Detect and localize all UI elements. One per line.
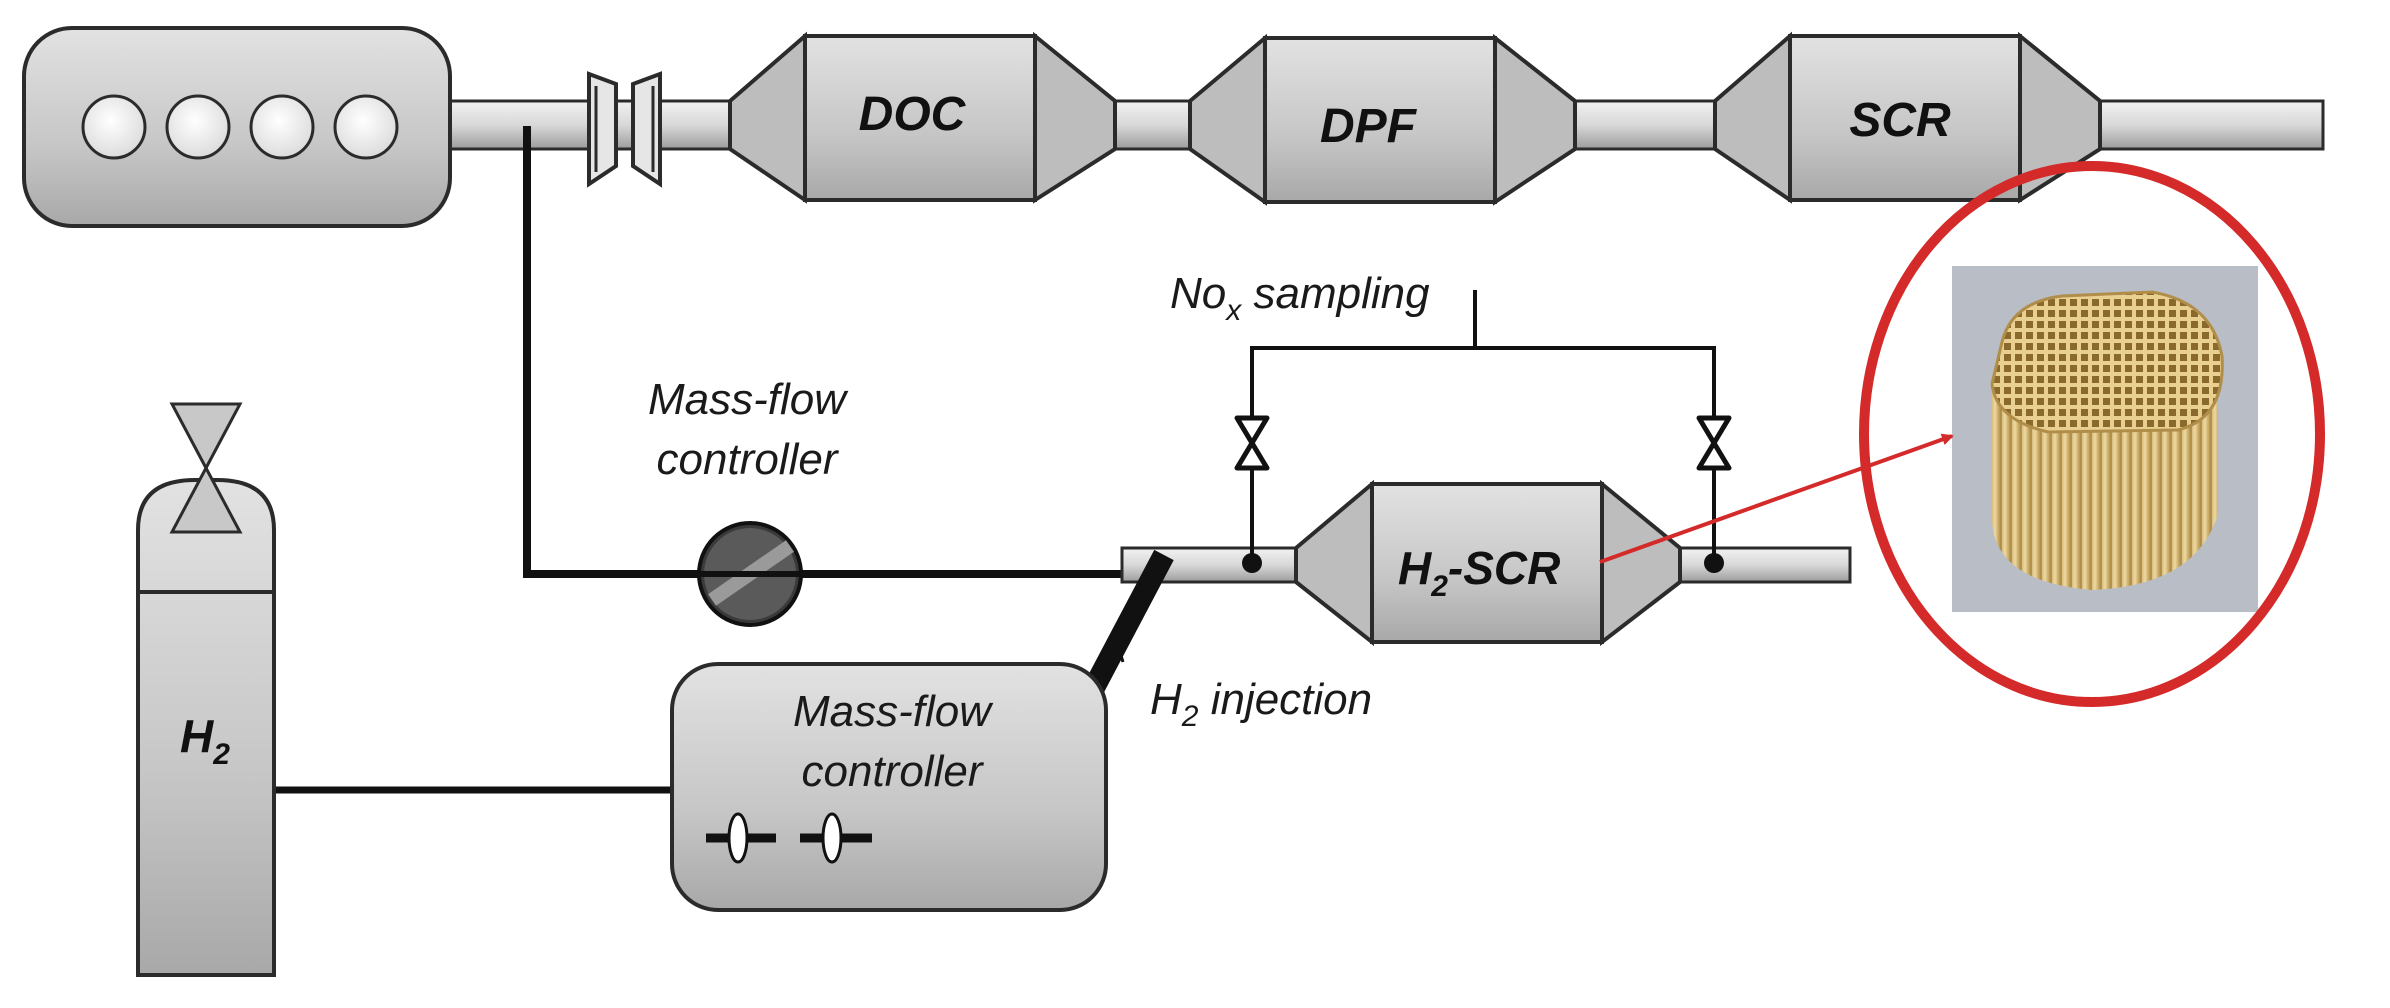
engine-cylinder-3 — [249, 94, 315, 160]
h2-cylinder-main: H — [180, 710, 214, 762]
scr-catalyst: SCR — [1713, 31, 2102, 204]
mfc-top-line1: Mass-flow — [648, 375, 849, 424]
scr-label: SCR — [1849, 94, 1951, 147]
h2-injection-main: H — [1150, 675, 1182, 724]
h2-scr-label: H2-SCR — [1398, 542, 1560, 603]
engine-cylinder-1 — [81, 94, 147, 160]
engine-cylinder-2 — [165, 94, 231, 160]
h2-cylinder-sub: 2 — [212, 738, 230, 771]
doc-catalyst: DOC — [728, 31, 1117, 204]
valve-icon — [1234, 415, 1270, 471]
cylinder-valve-icon — [169, 402, 243, 534]
mfc-box: Mass-flow controller — [670, 662, 1108, 912]
h2-injection-suffix: injection — [1198, 675, 1372, 724]
h2-scr-catalyst: H2-SCR — [1294, 479, 1682, 647]
mfc-knob-icon — [800, 812, 872, 864]
dpf-filter: DPF — [1188, 33, 1577, 206]
exhaust-bypass-line — [523, 126, 1122, 578]
nox-sampling-sub: x — [1224, 294, 1242, 327]
mfc-box-line1: Mass-flow — [793, 687, 994, 736]
h2-scr-label-suffix: -SCR — [1448, 542, 1560, 594]
h2-cylinder-label: H2 — [180, 710, 230, 771]
mfc-knob-icon — [706, 812, 776, 864]
highlight-circle — [1859, 161, 2325, 707]
h2-scr-label-main: H — [1398, 542, 1432, 594]
mfc-top-line2: controller — [657, 435, 840, 484]
honeycomb-catalyst-image — [1952, 266, 2258, 612]
mfc-top-label: Mass-flow controller — [648, 375, 849, 484]
valve-icon — [1696, 415, 1732, 471]
nox-sampling-suffix: sampling — [1241, 269, 1430, 318]
mass-flow-controller-icon — [697, 521, 803, 627]
turbocharger-icon — [587, 71, 662, 188]
mfc-box-line2: controller — [802, 747, 985, 796]
doc-label: DOC — [859, 88, 967, 141]
dpf-label: DPF — [1320, 100, 1418, 153]
h2-injection-sub: 2 — [1181, 700, 1199, 733]
h2-injection-label: H2 injection — [1150, 675, 1372, 733]
gas-cylinder-icon: H2 — [136, 402, 276, 977]
engine-cylinder-4 — [333, 94, 399, 160]
nox-sampling-label: Nox sampling — [1170, 269, 1430, 327]
pointer-arrow — [1599, 433, 1954, 564]
h2-scr-label-sub: 2 — [1430, 570, 1448, 603]
engine-block-icon — [22, 26, 452, 228]
nox-sampling-main: No — [1170, 269, 1226, 318]
